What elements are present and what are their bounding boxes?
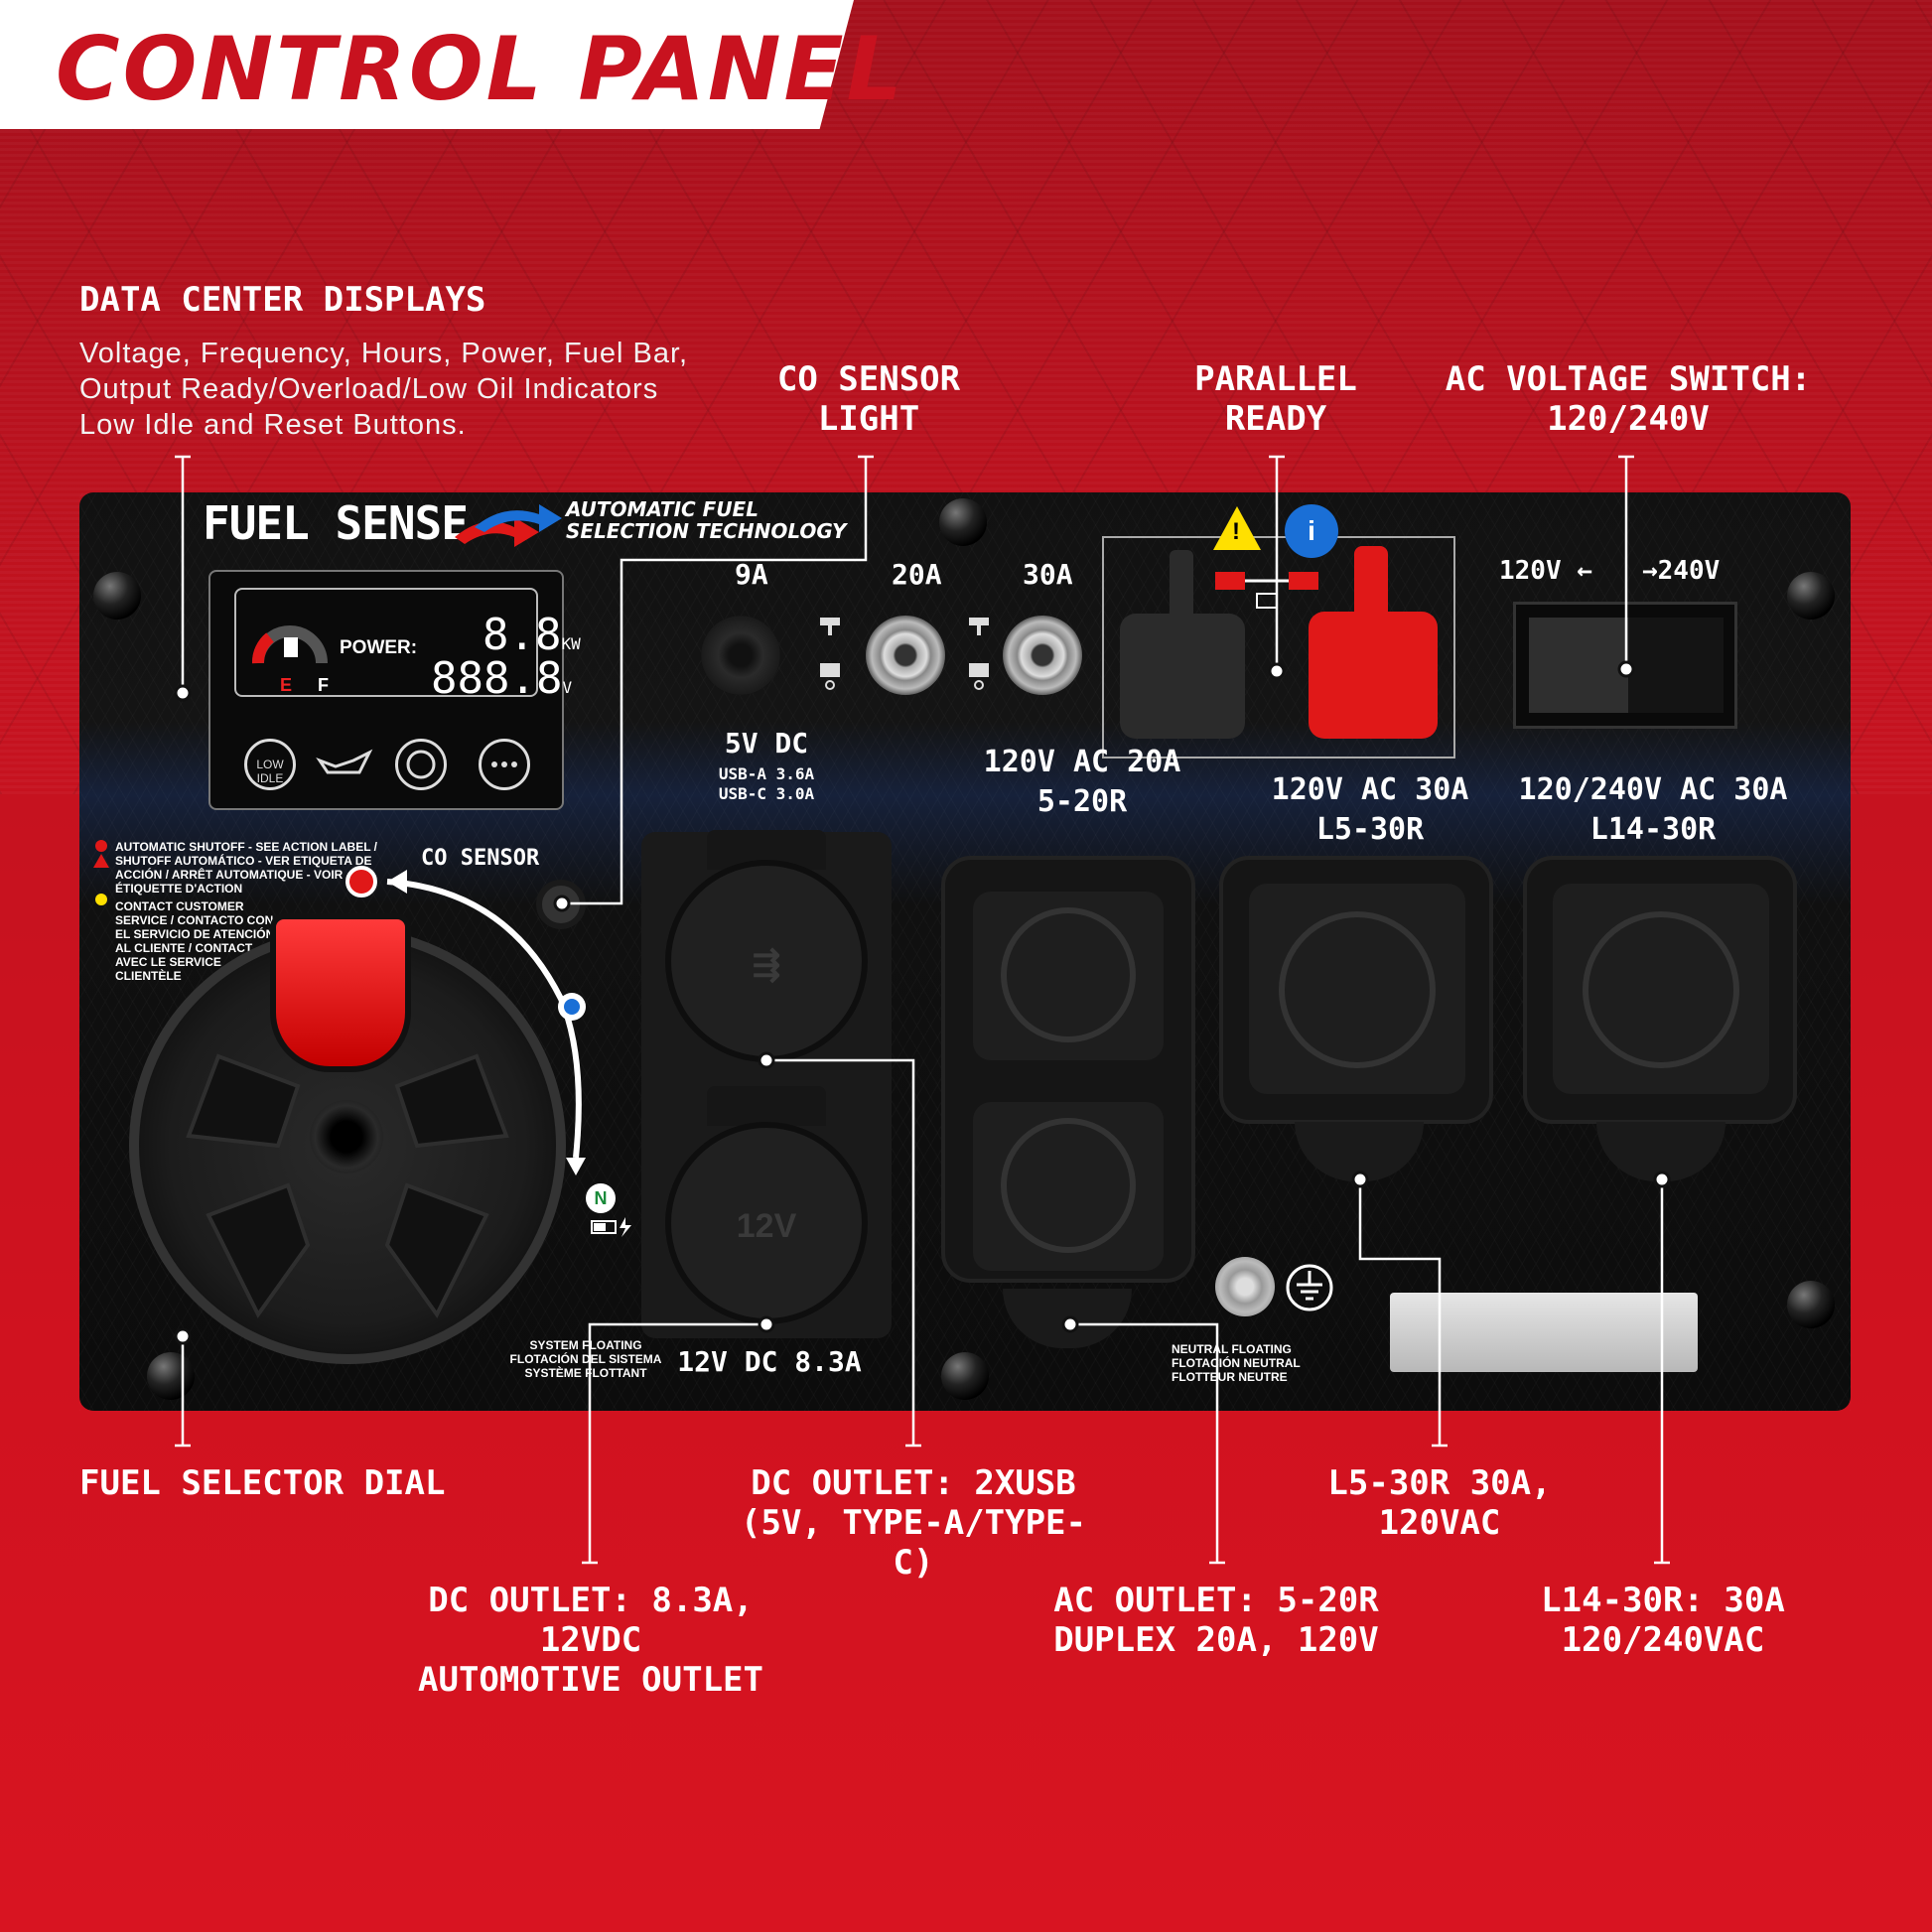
- oil-can-icon: [316, 749, 373, 774]
- screw-icon: [93, 572, 141, 620]
- callout-dc-usb: DC OUTLET: 2XUSB(5V, TYPE-A/TYPE-C): [741, 1463, 1086, 1583]
- 12v-outlet-cap[interactable]: 12V: [665, 1122, 868, 1324]
- status-light-icons: [93, 840, 109, 905]
- dial-handle[interactable]: [270, 913, 411, 1072]
- dial-hub: [310, 1100, 383, 1173]
- screw-icon: [1787, 572, 1835, 620]
- callout-ac-voltage-switch: AC VOLTAGE SWITCH:120/240V: [1445, 359, 1812, 439]
- screw-icon: [941, 1352, 989, 1400]
- screw-icon: [147, 1352, 195, 1400]
- ground-terminal[interactable]: [1215, 1257, 1275, 1316]
- outlet-l14-30r[interactable]: [1553, 884, 1769, 1094]
- breaker-9a-label: 9A: [735, 558, 768, 591]
- fuel-empty-label: E: [280, 675, 293, 695]
- fuel-switch-arrows-icon: [455, 504, 562, 547]
- ac-voltage-switch-240v[interactable]: [1628, 618, 1724, 713]
- outlet-5-20r-bottom[interactable]: [973, 1102, 1164, 1271]
- title-banner: [0, 0, 854, 129]
- label-plate: [1390, 1293, 1698, 1372]
- ac-voltage-switch-120v[interactable]: [1529, 618, 1628, 713]
- more-button[interactable]: [479, 739, 530, 790]
- callout-l5-30r: L5-30R 30A, 120VAC: [1327, 1463, 1552, 1543]
- breaker-20a-label: 20A: [892, 558, 942, 591]
- more-icon: [491, 761, 517, 767]
- voltage-value: 888.8V: [431, 653, 573, 704]
- callout-data-center-title: DATA CENTER DISPLAYS: [79, 280, 486, 320]
- battery-charge-icon: [591, 1217, 631, 1237]
- natural-gas-icon: N: [586, 1183, 616, 1213]
- brand-fuel-sense: FUEL SENSE: [203, 496, 469, 550]
- page-title: CONTROL PANEL: [56, 18, 905, 120]
- callout-fuel-selector: FUEL SELECTOR DIAL: [79, 1463, 446, 1503]
- switch-240v-label: →240V: [1642, 556, 1721, 586]
- usb-port-cap[interactable]: ⇶: [665, 860, 868, 1062]
- low-idle-button[interactable]: LOW IDLE: [244, 739, 296, 790]
- breaker-20a-button[interactable]: [866, 616, 945, 695]
- co-sensor-label: CO SENSOR: [421, 846, 540, 871]
- outlet-l5-30r[interactable]: [1249, 884, 1465, 1094]
- breaker-30a-label: 30A: [1023, 558, 1073, 591]
- breaker-30a-button[interactable]: [1003, 616, 1082, 695]
- automatic-shutoff-text: AUTOMATIC SHUTOFF - SEE ACTION LABEL /SH…: [115, 840, 377, 896]
- power-label: POWER:: [340, 637, 418, 658]
- lcd-screen: POWER: 8.8KW 888.8V E F: [234, 588, 581, 704]
- warning-icon: [1213, 506, 1261, 550]
- warning-icon-mark: !: [1232, 518, 1240, 545]
- dial-spokes: [186, 1053, 509, 1318]
- breaker-reset-icon: [820, 618, 840, 690]
- read-manual-icon: i: [1285, 504, 1338, 558]
- screw-icon: [1787, 1281, 1835, 1328]
- switch-120v-label: 120V ←: [1499, 556, 1592, 586]
- parallel-port-red[interactable]: [1309, 612, 1438, 739]
- usb-icon: ⇶: [752, 946, 781, 984]
- reset-button[interactable]: [395, 739, 447, 790]
- parallel-ports-frame: [1102, 536, 1455, 759]
- outlet-5-20r-top[interactable]: [973, 892, 1164, 1060]
- reset-icon: [406, 750, 436, 779]
- battery-polarity-icon: [1215, 572, 1318, 609]
- fuel-gauge-icon: [252, 625, 328, 664]
- dial-direction-arrow: [345, 866, 586, 1175]
- screw-icon: [939, 498, 987, 546]
- parallel-port-black-cap: [1170, 550, 1193, 620]
- 12v-dc-label: 12V DC 8.3A: [677, 1345, 862, 1378]
- 12v-cap-flap: [707, 1086, 826, 1126]
- breaker-9a-button[interactable]: [701, 616, 780, 695]
- callout-data-center-desc: Voltage, Frequency, Hours, Power, Fuel B…: [79, 338, 689, 441]
- usb-title: 5V DC: [724, 727, 809, 759]
- parallel-port-black[interactable]: [1120, 614, 1245, 739]
- ground-icon: [1286, 1264, 1333, 1311]
- breaker-reset-icon: [969, 618, 989, 690]
- data-center-display: POWER: 8.8KW 888.8V E F LOW IDLE: [208, 570, 581, 810]
- fuel-full-label: F: [318, 675, 329, 695]
